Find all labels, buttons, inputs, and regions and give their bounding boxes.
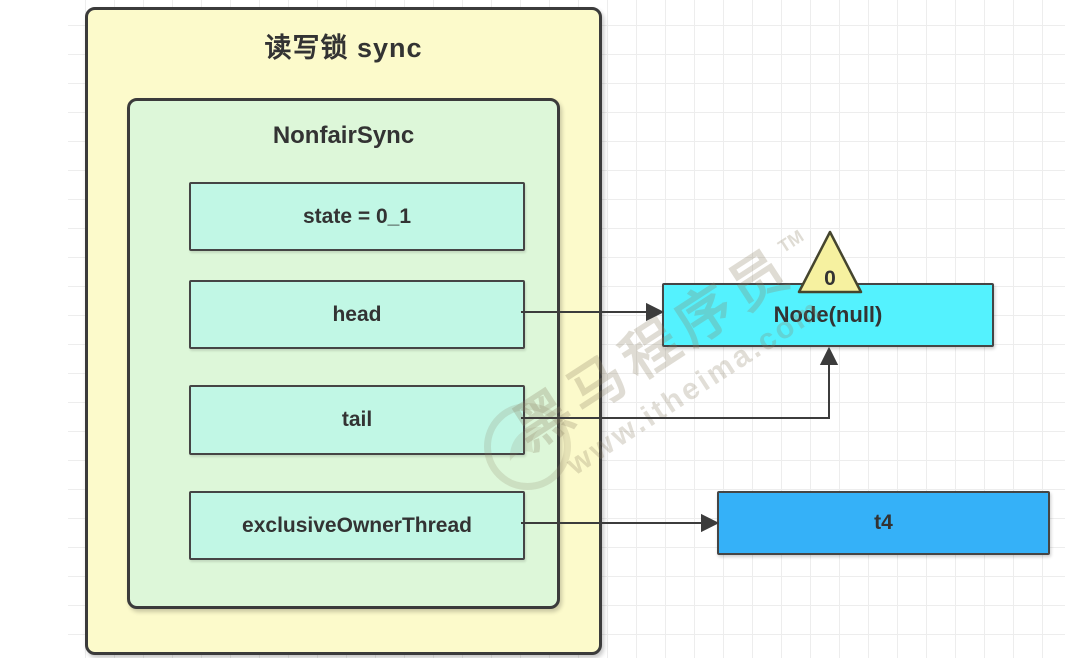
node-null-label: Node(null) [773, 302, 883, 327]
group-readwrite-lock-title: 读写锁 sync [264, 33, 423, 63]
field-state: state = 0_1 [189, 182, 525, 251]
field-head: head [189, 280, 525, 349]
field-exclusive-owner-thread-label: exclusiveOwnerThread [242, 513, 472, 537]
field-head-label: head [332, 302, 382, 326]
field-state-label: state = 0_1 [303, 204, 411, 228]
field-tail-label: tail [341, 408, 373, 431]
node-null-box: Node(null) [662, 283, 994, 347]
thread-t4-box: t4 [717, 491, 1050, 555]
group-nonfairsync-title: NonfairSync [272, 122, 415, 149]
node-badge-triangle-icon: 0 [797, 230, 863, 294]
thread-t4-label: t4 [874, 511, 893, 534]
field-exclusive-owner-thread: exclusiveOwnerThread [189, 491, 525, 560]
node-badge-value: 0 [824, 267, 836, 290]
field-tail: tail [189, 385, 525, 455]
